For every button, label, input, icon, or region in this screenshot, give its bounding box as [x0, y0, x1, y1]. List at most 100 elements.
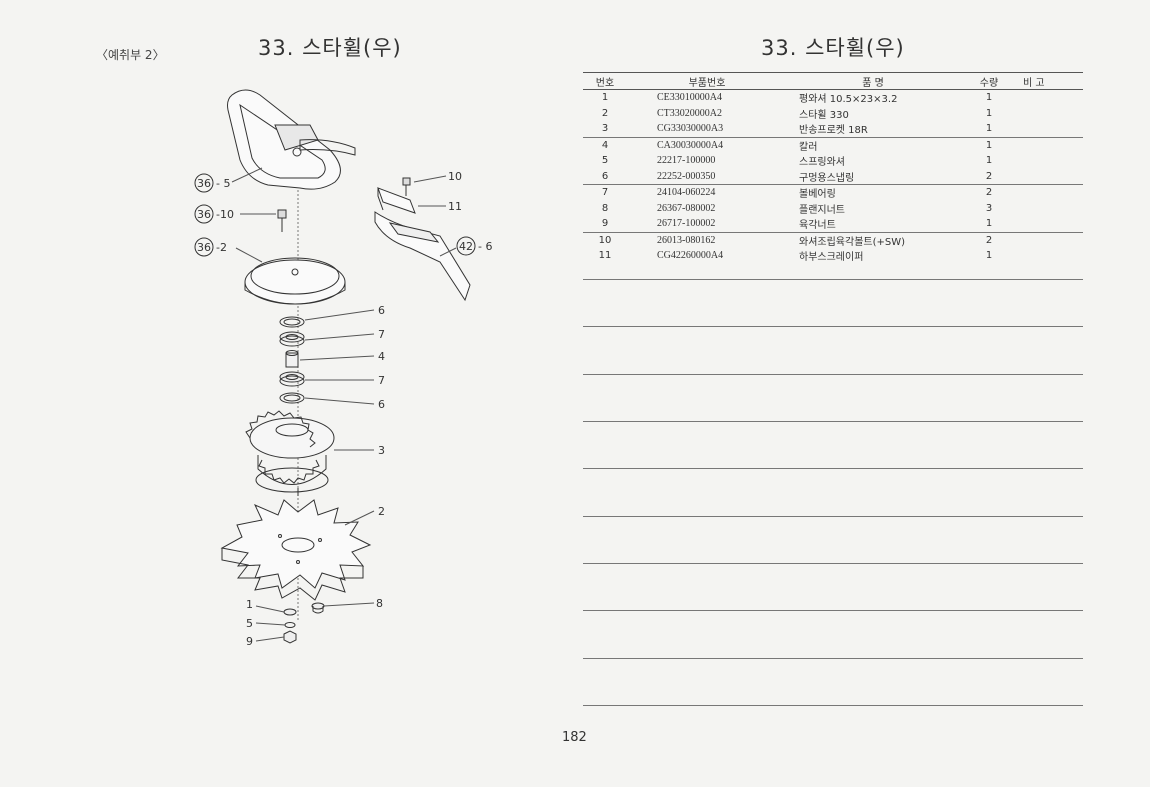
row-quantity: 1	[985, 155, 993, 167]
row-part-number: CG33030000A3	[627, 121, 787, 138]
callout-7-bottom: 7	[378, 374, 385, 387]
row-quantity: 1	[985, 250, 993, 262]
row-part-number: CE33010000A4	[657, 92, 722, 104]
callout-6-top: 6	[378, 304, 385, 317]
row-no: 7	[601, 187, 609, 199]
table-row: 4 CA30030000A4 칼러 1	[583, 137, 1083, 153]
table-row: 10 26013-080162 와셔조립육각볼트(+SW) 2	[583, 232, 1083, 248]
header-part-name: 품 명	[787, 72, 959, 90]
row-part-number: CT33020000A2	[657, 107, 722, 119]
bearing-bottom	[279, 371, 305, 387]
callout-42-6-circle: 42	[459, 240, 473, 253]
callout-6-bottom: 6	[378, 398, 385, 411]
blank-row-line	[583, 374, 1083, 375]
row-note	[1019, 248, 1083, 264]
blank-row-line	[583, 326, 1083, 327]
blank-row-line	[583, 516, 1083, 517]
row-quantity: 1	[959, 121, 1019, 138]
row-note	[1019, 168, 1083, 185]
bottom-spring-washer	[284, 622, 296, 628]
callout-3: 3	[378, 444, 385, 457]
left-page: 〈예취부 2〉 33. 스타휠(우)	[96, 36, 492, 648]
row-part-name: 칼러	[799, 141, 818, 153]
callout-5: 5	[246, 617, 253, 630]
left-page-title: 33. 스타휠(우)	[258, 36, 402, 60]
blank-row-line	[583, 563, 1083, 564]
blank-row-line	[583, 421, 1083, 422]
row-no: 11	[598, 250, 612, 262]
row-note	[1019, 185, 1083, 201]
row-no: 4	[601, 139, 609, 151]
upper-guide-plate	[227, 89, 356, 190]
row-note	[1019, 106, 1083, 122]
sprocket	[245, 410, 335, 496]
callout-36-10-circle: 36	[197, 208, 211, 221]
callout-2: 2	[378, 505, 385, 518]
row-part-number: 26367-080002	[657, 202, 716, 214]
snap-ring-top	[279, 316, 305, 328]
callout-7-top: 7	[378, 328, 385, 341]
callout-9: 9	[246, 635, 253, 648]
table-row: 3 CG33030000A3 반송프로켓 18R 1	[583, 121, 1083, 138]
callout-11: 11	[448, 200, 462, 213]
row-note	[1019, 232, 1083, 248]
row-part-name: 볼베어링	[799, 189, 836, 201]
collar	[285, 350, 299, 368]
row-no: 5	[601, 155, 609, 167]
row-no: 9	[583, 216, 627, 233]
row-quantity: 1	[985, 139, 993, 151]
callout-36-2-suffix: -2	[216, 241, 227, 254]
row-part-name: 육각너트	[787, 216, 959, 233]
row-part-name: 구멍용스냅링	[787, 168, 959, 185]
callout-36-5-circle: 36	[197, 177, 211, 190]
section-tag: 〈예취부 2〉	[96, 48, 165, 62]
table-row: 5 22217-100000 스프링와셔 1	[583, 153, 1083, 169]
row-no: 6	[583, 168, 627, 185]
callout-10: 10	[448, 170, 462, 183]
bearing-top	[279, 331, 305, 347]
row-no: 10	[598, 234, 612, 246]
row-quantity: 2	[959, 168, 1019, 185]
row-no: 3	[583, 121, 627, 138]
table-row: 2 CT33020000A2 스타휠 330 1	[583, 106, 1083, 122]
right-page: 33. 스타휠(우) 번호 부품번호 품 명 수량 비 고 1 CE330100…	[575, 0, 1150, 787]
bolt-part	[277, 209, 287, 232]
callout-1: 1	[246, 598, 253, 611]
bottom-nut	[283, 630, 297, 644]
row-note	[1019, 121, 1083, 138]
header-no: 번호	[583, 72, 627, 90]
row-part-number: CA30030000A4	[657, 139, 724, 151]
row-note	[1019, 137, 1083, 153]
header-note: 비 고	[1019, 72, 1083, 90]
row-part-name: 평와셔 10.5×23×3.2	[799, 94, 898, 106]
table-header-row: 번호 부품번호 품 명 수량 비 고	[583, 72, 1083, 90]
table-row: 6 22252-000350 구멍용스냅링 2	[583, 168, 1083, 185]
row-part-name: 와셔조립육각볼트(+SW)	[799, 236, 906, 248]
star-wheel	[220, 499, 372, 601]
row-quantity: 2	[985, 234, 993, 246]
blank-row-line	[583, 468, 1083, 469]
row-quantity: 3	[985, 202, 993, 214]
flange-nut	[311, 602, 325, 614]
row-part-number: 22217-100000	[657, 155, 716, 167]
row-part-number: CG42260000A4	[657, 250, 724, 262]
row-part-name: 스프링와셔	[799, 157, 845, 169]
header-quantity: 수량	[959, 72, 1019, 90]
row-no: 8	[601, 202, 609, 214]
callout-36-2-circle: 36	[197, 241, 211, 254]
pulley-plate	[244, 257, 346, 305]
blank-row-line	[583, 610, 1083, 611]
row-note	[1019, 153, 1083, 169]
row-no: 2	[601, 107, 609, 119]
row-quantity: 1	[959, 216, 1019, 233]
row-note	[1019, 90, 1083, 106]
table-row: 7 24104-060224 볼베어링 2	[583, 185, 1083, 201]
row-note	[1019, 201, 1083, 217]
snap-ring-bottom	[279, 392, 305, 404]
row-part-number: 26717-100002	[627, 216, 787, 233]
row-quantity: 2	[985, 187, 993, 199]
row-part-name: 스타휠 330	[799, 109, 849, 121]
row-part-name: 반송프로켓 18R	[787, 121, 959, 138]
table-row: 1 CE33010000A4 평와셔 10.5×23×3.2 1	[583, 90, 1083, 106]
blank-row-line	[583, 705, 1083, 706]
